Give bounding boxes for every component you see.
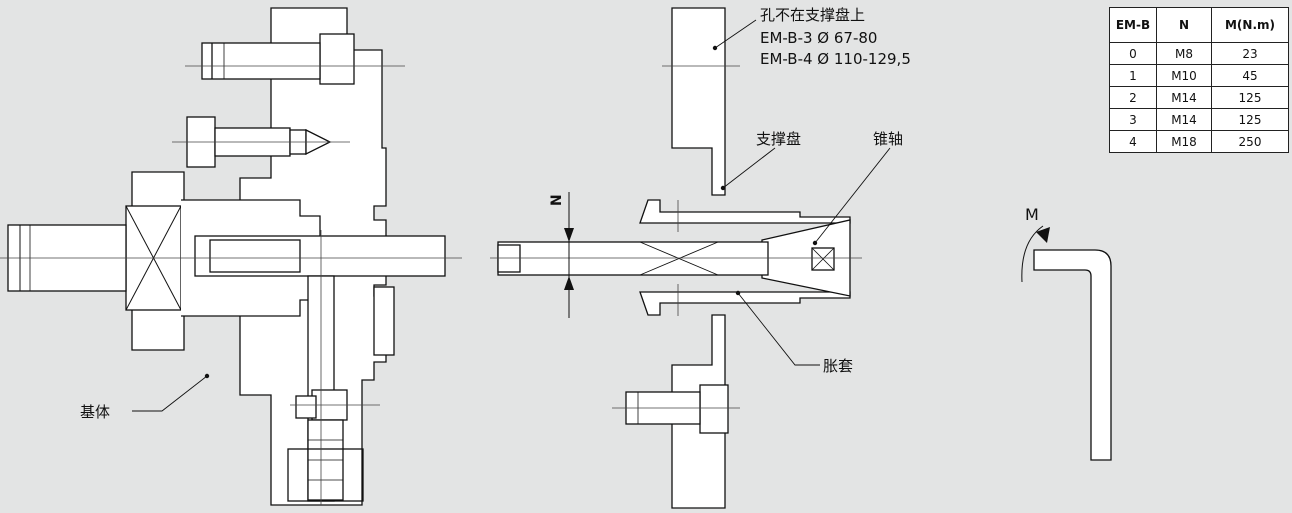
middle-centerlines: [490, 65, 862, 409]
label-base-body: 基体: [80, 403, 110, 421]
table-cell: M14: [1156, 86, 1212, 109]
table-cell: 23: [1211, 42, 1289, 65]
dimension-n: [564, 192, 574, 318]
table-cell: 2: [1109, 86, 1157, 109]
top-cap-screw-head: [319, 33, 355, 85]
expansion-sleeve-upper: [639, 199, 851, 224]
table-cell: M10: [1156, 64, 1212, 87]
table-cell: 125: [1211, 108, 1289, 131]
col-header: M(N.m): [1211, 7, 1289, 43]
table-cell: 45: [1211, 64, 1289, 87]
table-cell: 3: [1109, 108, 1157, 131]
table-row: 2 M14 125: [1109, 86, 1289, 109]
label-support-disc: 支撑盘: [756, 130, 801, 148]
support-disc-upper: [671, 7, 726, 196]
table-cell: 125: [1211, 86, 1289, 109]
table-row: 4 M18 250: [1109, 130, 1289, 153]
left-centerlines: [0, 65, 462, 505]
table-cell: 1: [1109, 64, 1157, 87]
spec-table: EM-B N M(N.m) 0 M8 23 1 M10 45 2 M14 125…: [1109, 7, 1289, 153]
table-cell: 250: [1211, 130, 1289, 153]
lower-cap-screw-head: [699, 384, 729, 434]
table-cell: 0: [1109, 42, 1157, 65]
table-cell: 4: [1109, 130, 1157, 153]
table-cell: M8: [1156, 42, 1212, 65]
hole-note-line1: 孔不在支撑盘上: [760, 6, 865, 24]
col-header: EM-B: [1109, 7, 1157, 43]
top-cap-screw-shank: [201, 42, 321, 80]
col-header: N: [1156, 7, 1212, 43]
leader-lines: [132, 19, 891, 412]
torque-arc: [1021, 225, 1044, 283]
table-row: 0 M8 23: [1109, 42, 1289, 65]
expansion-sleeve-lower: [639, 291, 851, 316]
label-torque-m: M: [1025, 205, 1039, 224]
table-cell: M14: [1156, 108, 1212, 131]
hex-key: [1033, 249, 1112, 461]
table-row: 3 M14 125: [1109, 108, 1289, 131]
label-dimension-n: N: [549, 194, 565, 206]
label-expansion-sleeve: 胀套: [823, 357, 853, 375]
table-row: 1 M10 45: [1109, 64, 1289, 87]
label-taper-shaft: 锥轴: [873, 130, 903, 148]
hole-note-line2: EM-B-3 Ø 67-80: [760, 29, 877, 47]
table-header-row: EM-B N M(N.m): [1109, 7, 1289, 43]
table-cell: M18: [1156, 130, 1212, 153]
right-key: [373, 286, 395, 356]
lower-left-screw: [295, 395, 317, 419]
hole-note-line3: EM-B-4 Ø 110-129,5: [760, 50, 911, 68]
base-body-assembly: [7, 7, 446, 506]
expander-assembly: [497, 7, 851, 509]
taper-shaft: [497, 241, 769, 276]
